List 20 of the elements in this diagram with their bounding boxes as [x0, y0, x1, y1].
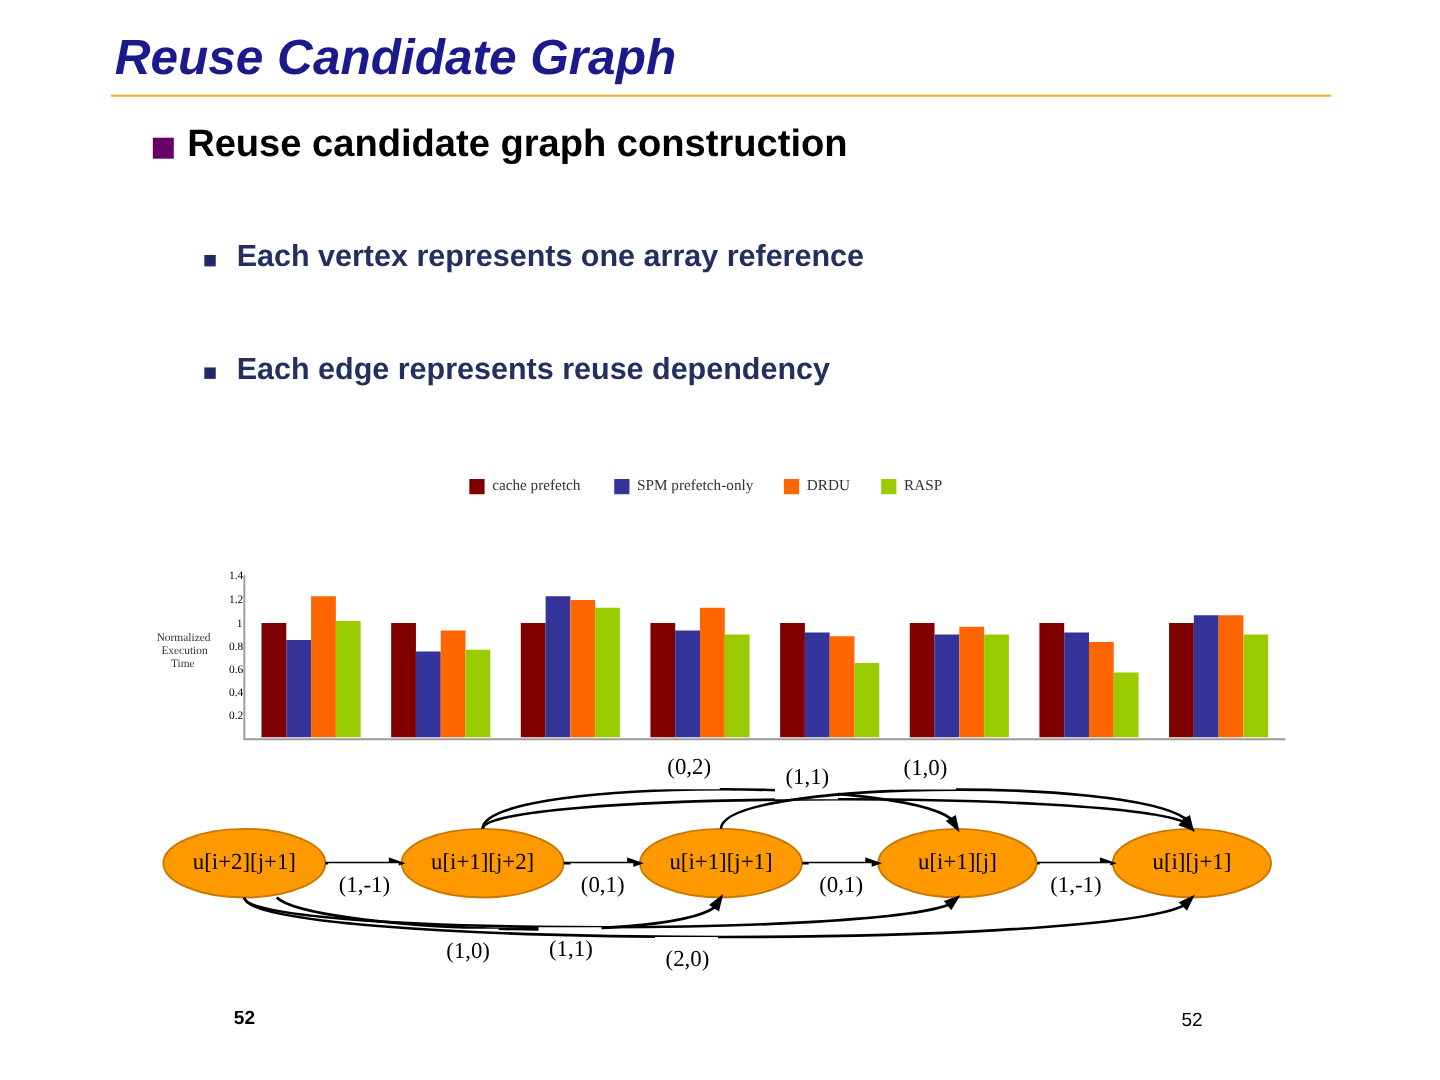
edge-label: (1,0) — [902, 756, 947, 781]
diagram-title: Reuse Candidate Graph — [113, 32, 676, 87]
legend-label: cache prefetch — [491, 476, 580, 495]
edge-label: (0,1) — [818, 873, 863, 898]
legend-label: DRDU — [805, 476, 850, 495]
edge-label: (1,1) — [784, 766, 829, 791]
legend-label: SPM prefetch-only — [636, 476, 753, 495]
edge-label: (0,1) — [579, 873, 624, 898]
edge-label: (1,-1) — [337, 873, 390, 898]
edge-label: (0,2) — [666, 756, 711, 781]
label: Each vertex represents one array reference — [235, 240, 864, 275]
edge-label: (2,0) — [664, 947, 709, 972]
edge-label: (1,1) — [548, 937, 592, 962]
legend-label: RASP — [903, 476, 942, 495]
label: 52 — [232, 1008, 255, 1031]
edge-label: (1,-1) — [1049, 873, 1101, 898]
label: Reuse candidate graph construction — [186, 123, 847, 166]
edge-label: (1,0) — [445, 939, 489, 964]
label: 52 — [1180, 1010, 1202, 1033]
label: Each edge represents reuse dependency — [235, 352, 830, 387]
